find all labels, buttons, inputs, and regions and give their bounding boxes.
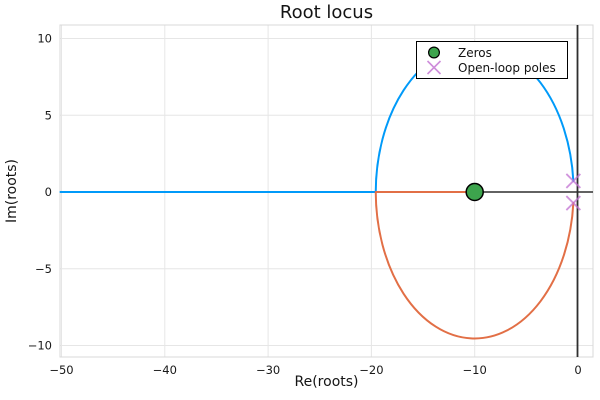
x-tick--40: −40 (153, 363, 177, 377)
legend: Zeros Open-loop poles (416, 41, 568, 79)
pole-marker-1 (565, 195, 581, 211)
zeros-marker-icon (427, 46, 441, 59)
y-tick-10: 10 (37, 32, 52, 46)
y-tick--10: −10 (28, 339, 52, 353)
legend-label-zeros: Zeros (458, 45, 492, 60)
locus-branch-2 (374, 191, 575, 340)
y-axis-label: Im(roots) (4, 158, 20, 224)
legend-entry-zeros: Zeros (423, 45, 563, 60)
legend-label-open-loop-poles: Open-loop poles (458, 60, 556, 75)
pole-marker-0 (565, 173, 581, 189)
open-loop-poles-marker-icon (426, 60, 442, 75)
y-tick-5: 5 (45, 108, 52, 122)
x-tick-0: 0 (574, 363, 581, 377)
x-tick--20: −20 (359, 363, 383, 377)
y-tick-0: 0 (45, 185, 52, 199)
zero-marker-0 (465, 182, 484, 202)
y-tick--5: −5 (35, 262, 52, 276)
chart-title: Root locus (279, 2, 374, 23)
plot-frame (59, 24, 594, 358)
x-tick--30: −30 (256, 363, 280, 377)
x-tick--10: −10 (463, 363, 487, 377)
x-axis-label: Re(roots) (294, 374, 359, 390)
legend-entry-open-loop-poles: Open-loop poles (423, 60, 563, 75)
x-tick--50: −50 (49, 363, 73, 377)
